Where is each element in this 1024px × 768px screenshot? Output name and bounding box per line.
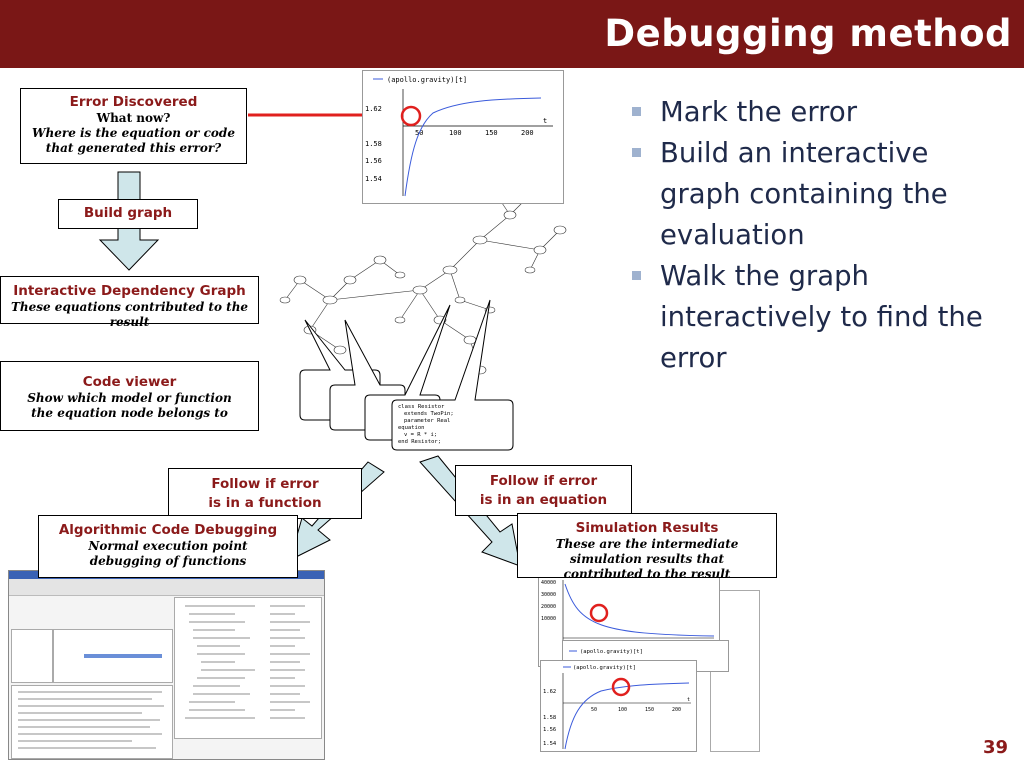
y-tick-label: 1.58: [543, 715, 556, 721]
error-discovered-box: Error Discovered What now? Where is the …: [20, 88, 247, 164]
code-callouts: [299, 299, 514, 451]
follow-function-line2: is in a function: [208, 495, 322, 511]
x-tick-label: 100: [618, 707, 627, 713]
y-tick-label: 40000: [541, 580, 556, 586]
bottom-plot-svg: (apollo.gravity)[t] t 1.62 1.58 1.56 1.5…: [543, 665, 691, 750]
simulation-results-heading: Simulation Results: [575, 520, 719, 536]
follow-equation-box: Follow if error is in an equation: [455, 465, 632, 516]
bottom-plot-legend: (apollo.gravity)[t]: [573, 665, 636, 671]
simulation-results-box: Simulation Results These are the interme…: [517, 513, 777, 581]
middle-plot-svg: (apollo.gravity)[t]: [569, 649, 643, 655]
y-tick-label: 20000: [541, 604, 556, 610]
main-plot: (apollo.gravity)[t] t 1.62 1.58 1.56 1.5…: [362, 70, 564, 204]
ide-highlight-line: [84, 654, 162, 658]
dependency-graph-detail: These equations contributed to the resul…: [10, 300, 249, 329]
y-tick-label: 1.54: [543, 741, 557, 747]
error-discovered-question: What now?: [96, 111, 171, 125]
ide-editor: [53, 629, 173, 683]
x-tick-label: 50: [591, 707, 597, 713]
error-marker: [400, 105, 422, 127]
build-graph-label: Build graph: [83, 205, 173, 221]
bullet-text: Walk the graph interactively to find the…: [660, 260, 983, 374]
page-number: 39: [982, 737, 1008, 758]
dependency-graph-heading: Interactive Dependency Graph: [13, 283, 246, 299]
ide-left-pane: [11, 629, 53, 683]
y-tick-label: 1.56: [365, 157, 382, 165]
main-plot-legend: (apollo.gravity)[t]: [387, 76, 467, 84]
error-marker: [589, 603, 609, 623]
y-tick-label: 1.58: [365, 140, 382, 148]
code-line: end Resistor;: [398, 439, 442, 445]
code-line: class Resistor: [398, 404, 445, 410]
ide-console-lines: [18, 691, 164, 749]
code-line: v = R * i;: [404, 432, 438, 438]
code-line: extends TwoPin;: [404, 411, 454, 417]
algorithmic-debugging-box: Algorithmic Code Debugging Normal execut…: [38, 515, 298, 578]
bottom-plot: (apollo.gravity)[t] t 1.62 1.58 1.56 1.5…: [540, 660, 697, 752]
y-tick-label: 30000: [541, 592, 556, 598]
error-discovered-heading: Error Discovered: [69, 94, 198, 110]
bullet-text: Build an interactive graph containing th…: [660, 137, 948, 251]
x-tick-label: 200: [521, 129, 534, 137]
x-tick-label: 100: [449, 129, 462, 137]
bullet-list: Mark the error Build an interactive grap…: [628, 92, 1008, 379]
algorithmic-debugging-detail: Normal execution point debugging of func…: [88, 539, 248, 568]
y-tick-label: 10000: [541, 616, 556, 622]
y-tick-label: 1.62: [543, 689, 556, 695]
title-bar: Debugging method: [0, 0, 1024, 68]
ide-variables-lines: [185, 605, 310, 719]
bullet-item: Mark the error: [628, 92, 1008, 133]
main-plot-svg: (apollo.gravity)[t] t 1.62 1.58 1.56 1.5…: [365, 76, 553, 197]
x-axis-label: t: [687, 697, 690, 703]
ide-variables: [174, 597, 322, 739]
x-tick-label: 200: [672, 707, 681, 713]
y-tick-label: 1.56: [543, 727, 556, 733]
follow-equation-line1: Follow if error: [489, 473, 598, 489]
middle-plot-legend: (apollo.gravity)[t]: [580, 649, 643, 655]
bullet-square-icon: [632, 148, 641, 157]
main-plot-curve: [404, 97, 542, 197]
back-plot-curve: [564, 583, 715, 637]
follow-function-box: Follow if error is in a function: [168, 468, 362, 519]
dependency-graph-box: Interactive Dependency Graph These equat…: [0, 276, 259, 329]
y-tick-label: 1.62: [365, 105, 382, 113]
code-viewer-line1: Show which model or function: [27, 391, 232, 405]
ide-console: [11, 685, 173, 759]
x-axis-label: t: [543, 117, 547, 125]
error-marker: [611, 677, 631, 697]
bullet-item: Walk the graph interactively to find the…: [628, 256, 1008, 379]
x-tick-label: 150: [645, 707, 654, 713]
ide-toolbar: [9, 579, 324, 596]
follow-function-line1: Follow if error: [211, 476, 319, 492]
build-graph-box: Build graph: [58, 199, 198, 229]
code-viewer-box: Code viewer Show which model or function…: [0, 361, 259, 431]
bullet-square-icon: [632, 271, 641, 280]
bullet-text: Mark the error: [660, 96, 857, 128]
bottom-plot-curve: [564, 682, 690, 750]
slide-title: Debugging method: [604, 12, 1012, 55]
y-tick-label: 1.54: [365, 175, 382, 183]
code-line: parameter Real: [404, 418, 451, 424]
follow-equation-line2: is in an equation: [479, 492, 608, 508]
code-line: equation: [398, 425, 425, 431]
algorithmic-debugging-heading: Algorithmic Code Debugging: [58, 522, 278, 538]
x-tick-label: 150: [485, 129, 498, 137]
bullet-square-icon: [632, 107, 641, 116]
code-viewer-line2: the equation node belongs to: [31, 406, 228, 420]
error-discovered-detail: Where is the equation or code that gener…: [32, 126, 235, 155]
code-snippet: class Resistor extends TwoPin; parameter…: [398, 404, 508, 446]
code-viewer-heading: Code viewer: [82, 374, 177, 390]
simulation-results-detail: These are the intermediate simulation re…: [555, 537, 739, 581]
debugger-screenshot: [8, 570, 325, 760]
bullet-item: Build an interactive graph containing th…: [628, 133, 1008, 256]
